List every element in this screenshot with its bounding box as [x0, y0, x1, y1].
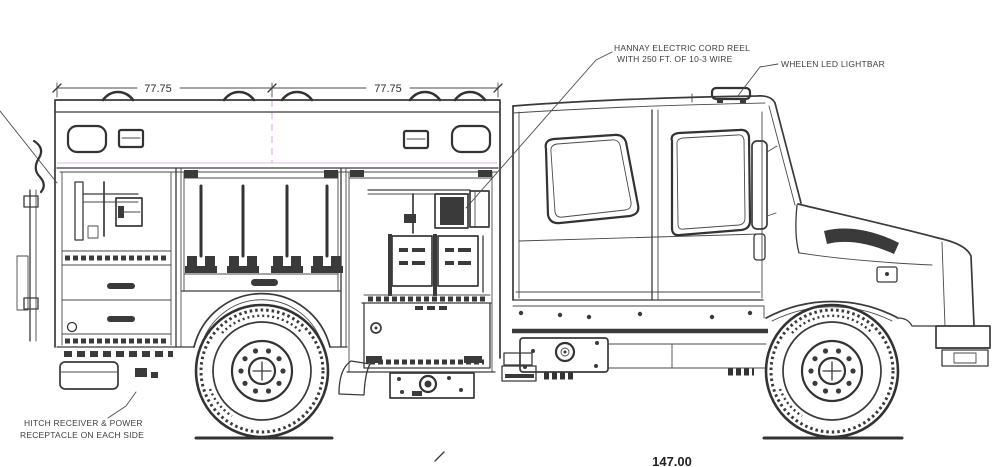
rear-wheel-arch [193, 292, 331, 348]
front-bumper [935, 325, 991, 367]
receptacle-label-line1: HITCH RECEIVER & POWER [24, 418, 143, 428]
grille [937, 237, 975, 327]
front-end [765, 203, 991, 367]
vent-right [402, 129, 430, 150]
front-wheel-arch [765, 300, 899, 319]
rear-step-apron [59, 361, 119, 390]
dimension-wheelbase: 147.00 [652, 454, 692, 467]
underbody-box [389, 372, 475, 399]
marker-light-right [450, 124, 492, 154]
mud-flap [338, 360, 371, 396]
rear-door-window [544, 133, 640, 225]
receptacle-label-line2: RECEPTACLE ON EACH SIDE [20, 430, 144, 440]
top-dimension-lines: 77.75 77.75 [52, 82, 503, 98]
annotation-receptacle: HITCH RECEIVER & POWER RECEPTACLE ON EAC… [20, 391, 144, 440]
cord-reel-label-line2: WITH 250 FT. OF 10-3 WIRE [617, 54, 733, 64]
rear-wheel [194, 303, 330, 439]
electric-cord-reel [367, 189, 490, 234]
vent-left [117, 128, 145, 149]
side-mirror [751, 140, 768, 230]
hood-vent [824, 228, 899, 254]
tray-handle [251, 279, 278, 286]
rescue-body-shell [54, 90, 501, 359]
front-wheel [764, 303, 900, 439]
rear-rail-and-leader [0, 110, 58, 342]
cord-reel-label-line1: HANNAY ELECTRIC CORD REEL [614, 43, 750, 53]
power-receptacle [135, 368, 147, 377]
front-door-window [670, 128, 752, 237]
fuel-tank [519, 337, 609, 373]
body-lower-skirt [56, 292, 537, 399]
hood-latch [876, 266, 898, 283]
hose-bracket [32, 139, 45, 194]
chassis-frame [512, 305, 768, 380]
lightbar-label: WHELEN LED LIGHTBAR [781, 59, 885, 69]
compartment-left [61, 167, 182, 348]
compartment-middle [181, 167, 347, 348]
drawer-handle-lower [107, 316, 135, 322]
drawer-handle-upper [107, 283, 135, 289]
dimension-body-left: 77.75 [144, 83, 172, 95]
crew-cab [512, 86, 802, 301]
dimension-body-right: 77.75 [374, 83, 402, 95]
led-lightbar [691, 86, 752, 103]
annotation-cord-reel: HANNAY ELECTRIC CORD REEL WITH 250 FT. O… [465, 43, 750, 209]
annotation-lightbar: WHELEN LED LIGHTBAR [736, 59, 885, 98]
bottom-dimension: 147.00 [434, 451, 692, 467]
tool-board-right [437, 235, 479, 287]
compartment-right [346, 170, 496, 373]
marker-light-left [66, 124, 108, 154]
vertical-tool-rods [199, 184, 329, 258]
cab-entry-steps [501, 352, 537, 382]
convex-mirror [753, 233, 766, 261]
